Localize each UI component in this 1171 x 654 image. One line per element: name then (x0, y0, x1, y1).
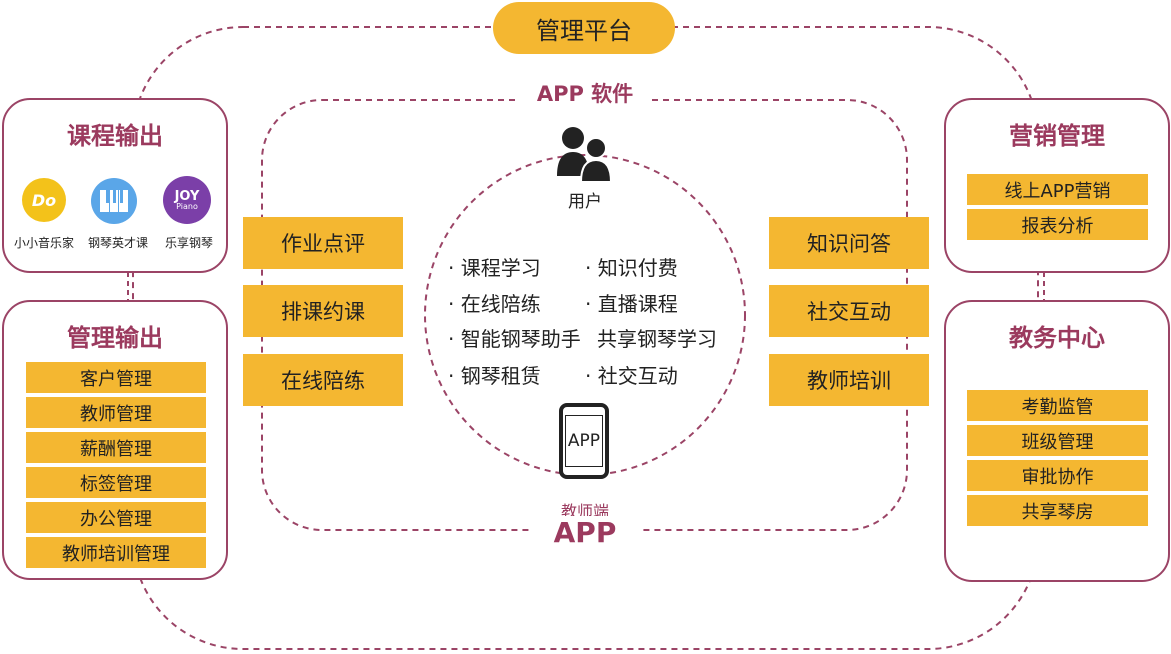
user-label: 用户 (568, 192, 602, 212)
feature-course-learning: · 课程学习 (448, 256, 541, 280)
feature-social: · 社交互动 (585, 364, 678, 388)
feature-smart-piano: · 智能钢琴助手 (448, 327, 581, 351)
schedule-class-box: 排课约课 (243, 285, 403, 337)
mgmt-item-salary: 薪酬管理 (26, 432, 206, 463)
feature-live-course: · 直播课程 (585, 292, 678, 316)
mgmt-item-customer: 客户管理 (26, 362, 206, 393)
homework-review-box: 作业点评 (243, 217, 403, 269)
academic-item-shared-room: 共享琴房 (967, 495, 1148, 526)
mgmt-item-office: 办公管理 (26, 502, 206, 533)
mgmt-item-teacher: 教师管理 (26, 397, 206, 428)
management-output-panel: 管理输出 客户管理 教师管理 薪酬管理 标签管理 办公管理 教师培训管理 (2, 300, 228, 580)
mgmt-item-teacher-training: 教师培训管理 (26, 537, 206, 568)
marketing-item-online-app: 线上APP营销 (967, 174, 1148, 205)
academic-center-panel: 教务中心 考勤监管 班级管理 审批协作 共享琴房 (944, 300, 1170, 582)
social-interaction-box: 社交互动 (769, 285, 929, 337)
joy-sub: Piano (176, 201, 198, 211)
teacher-app-line2: APP (530, 516, 640, 549)
users-icon (557, 127, 613, 183)
do-app-badge: Do (31, 190, 57, 210)
app-name-piano-talent: 钢琴英才课 (87, 236, 148, 250)
feature-piano-rental: · 钢琴租赁 (448, 364, 541, 388)
course-output-panel: 课程输出 Do JOY Piano 小小音乐家 钢琴英才课 乐享钢琴 (2, 98, 228, 273)
joy-piano-icon: JOY Piano (163, 176, 211, 224)
management-platform-pill: 管理平台 (493, 2, 675, 54)
teacher-training-box: 教师培训 (769, 354, 929, 406)
academic-item-class: 班级管理 (967, 425, 1148, 456)
academic-item-approval: 审批协作 (967, 460, 1148, 491)
marketing-panel: 营销管理 线上APP营销 报表分析 (944, 98, 1170, 273)
feature-shared-piano: 共享钢琴学习 (597, 327, 717, 351)
phone-screen-text: APP (565, 415, 603, 467)
piano-keys-glyph (100, 190, 128, 212)
app-name-little-musician: 小小音乐家 (13, 236, 74, 250)
app-software-label: APP 软件 (520, 78, 650, 106)
academic-center-title: 教务中心 (1009, 324, 1105, 352)
mgmt-item-tags: 标签管理 (26, 467, 206, 498)
phone-icon: APP (559, 403, 609, 479)
marketing-item-reports: 报表分析 (967, 209, 1148, 240)
feature-paid-knowledge: · 知识付费 (585, 256, 678, 280)
management-output-title: 管理输出 (67, 324, 163, 352)
marketing-title: 营销管理 (1009, 122, 1105, 150)
academic-item-attendance: 考勤监管 (967, 390, 1148, 421)
course-output-title: 课程输出 (67, 122, 163, 150)
app-name-joy-piano: 乐享钢琴 (164, 236, 213, 250)
online-practice-box: 在线陪练 (243, 354, 403, 406)
feature-online-practice: · 在线陪练 (448, 292, 541, 316)
knowledge-qa-box: 知识问答 (769, 217, 929, 269)
joy-badge: JOY (174, 188, 200, 204)
do-app-icon: Do (22, 178, 66, 222)
piano-keys-icon (91, 178, 137, 224)
